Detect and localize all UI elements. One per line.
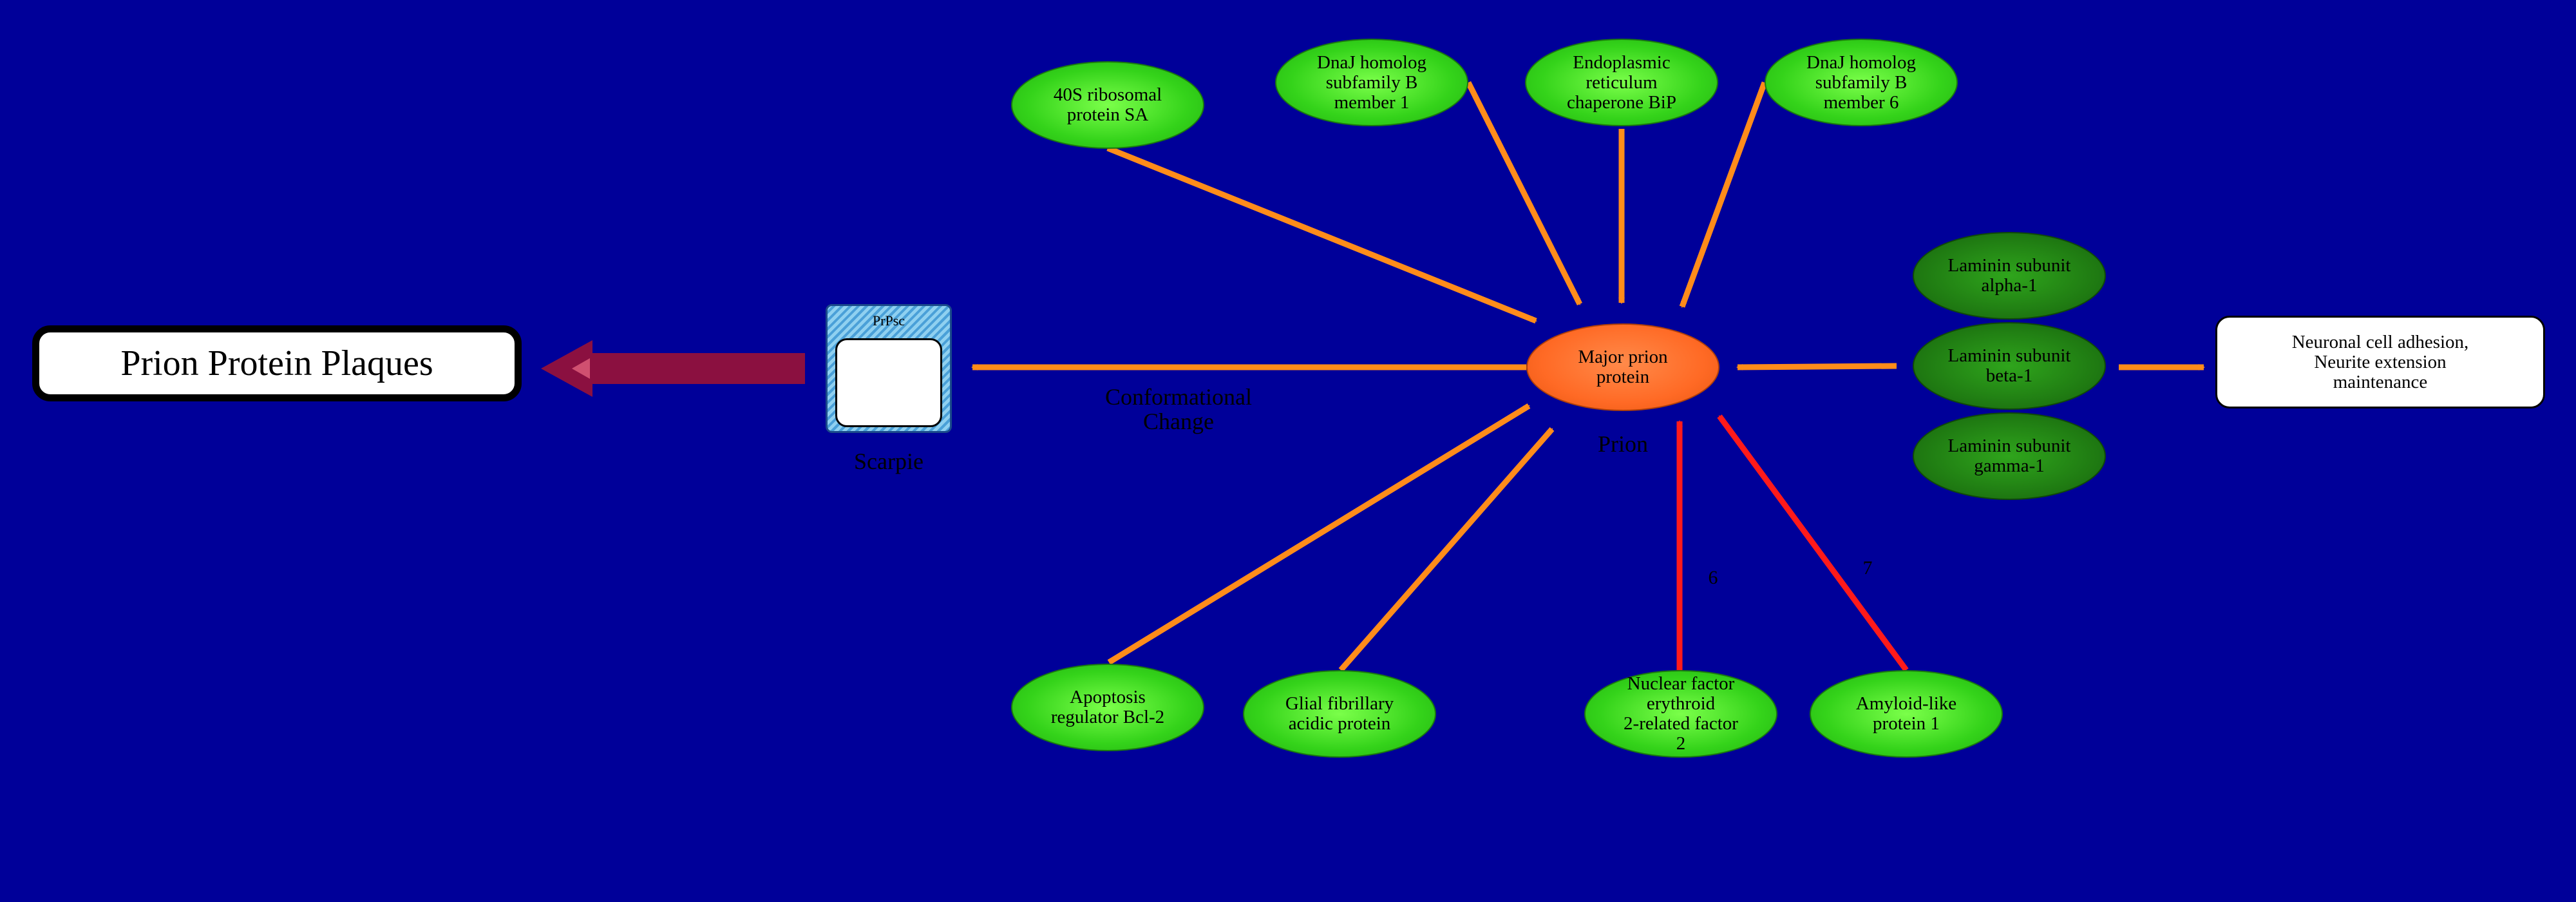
node-major-prion-protein-label: Major prion protein [1578, 347, 1668, 387]
outcome-neuronal-adhesion: Neuronal cell adhesion, Neurite extensio… [2215, 316, 2545, 408]
edge-dnajb6-to-prion [1679, 81, 1768, 308]
edge-label-conformational-change: Conformational Change [1105, 384, 1252, 434]
node-laminin-alpha-1[interactable]: Laminin subunit alpha-1 [1913, 232, 2106, 320]
edge-laminin-to-prion [1736, 363, 1897, 370]
node-major-prion-protein[interactable]: Major prion protein [1526, 323, 1719, 411]
node-laminin-gamma-1[interactable]: Laminin subunit gamma-1 [1913, 412, 2106, 500]
edge-bcl2-to-prion [1107, 403, 1531, 665]
prion-caption: Prion [1597, 431, 1648, 457]
node-glial-fibrillary-acidic-protein[interactable]: Glial fibrillary acidic protein [1243, 670, 1436, 758]
node-dnaj-homolog-b1[interactable]: DnaJ homolog subfamily B member 1 [1275, 39, 1468, 126]
edge-label-aplp1: 7 [1862, 557, 1873, 579]
edge-label-nrf2: 6 [1708, 567, 1718, 588]
outcome-neuronal-adhesion-label: Neuronal cell adhesion, Neurite extensio… [2291, 331, 2469, 392]
node-laminin-gamma-1-label: Laminin subunit gamma-1 [1947, 436, 2071, 476]
node-er-chaperone-bip[interactable]: Endoplasmic reticulum chaperone BiP [1525, 39, 1718, 126]
node-apoptosis-regulator-bcl2[interactable]: Apoptosis regulator Bcl-2 [1011, 664, 1204, 751]
node-laminin-beta-1[interactable]: Laminin subunit beta-1 [1913, 322, 2106, 410]
scrapie-inner-box [835, 338, 942, 427]
scrapie-caption: Scarpie [854, 448, 923, 474]
scrapie-inner-label: PrPsc [872, 312, 905, 329]
edge-ribosomal-to-prion [1106, 145, 1537, 324]
node-nrf2[interactable]: Nuclear factor erythroid 2-related facto… [1584, 670, 1777, 758]
arrow-scrapie-to-plaques [541, 340, 805, 397]
node-nrf2-label: Nuclear factor erythroid 2-related facto… [1624, 673, 1738, 754]
node-40s-ribosomal-protein-sa-label: 40S ribosomal protein SA [1053, 84, 1162, 125]
node-dnaj-homolog-b6[interactable]: DnaJ homolog subfamily B member 6 [1765, 39, 1958, 126]
scrapie-compartment: PrPsc [826, 304, 952, 433]
node-laminin-alpha-1-label: Laminin subunit alpha-1 [1947, 255, 2071, 296]
node-apoptosis-regulator-bcl2-label: Apoptosis regulator Bcl-2 [1050, 687, 1165, 727]
edge-dnajb1-to-prion [1465, 81, 1583, 306]
outcome-prion-plaques: Prion Protein Plaques [32, 325, 522, 401]
node-laminin-beta-1-label: Laminin subunit beta-1 [1947, 345, 2071, 386]
node-dnaj-homolog-b1-label: DnaJ homolog subfamily B member 1 [1317, 52, 1426, 113]
node-40s-ribosomal-protein-sa[interactable]: 40S ribosomal protein SA [1011, 61, 1204, 149]
node-dnaj-homolog-b6-label: DnaJ homolog subfamily B member 6 [1806, 52, 1916, 113]
node-amyloid-like-protein-1[interactable]: Amyloid-like protein 1 [1810, 670, 2003, 758]
outcome-prion-plaques-label: Prion Protein Plaques [120, 343, 433, 383]
edge-aplp1-to-prion [1717, 414, 1909, 672]
node-er-chaperone-bip-label: Endoplasmic reticulum chaperone BiP [1567, 52, 1676, 113]
node-glial-fibrillary-acidic-protein-label: Glial fibrillary acidic protein [1285, 693, 1394, 734]
edge-gfap-to-prion [1338, 427, 1555, 672]
node-amyloid-like-protein-1-label: Amyloid-like protein 1 [1855, 693, 1957, 734]
